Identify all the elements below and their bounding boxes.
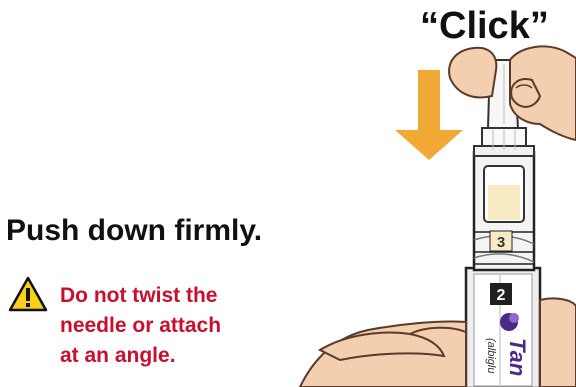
instruction-heading: Push down firmly. <box>6 214 262 248</box>
step-label-2: 2 <box>490 283 512 305</box>
warning-triangle-icon <box>8 276 48 312</box>
warning-line-3: at an angle. <box>60 341 270 371</box>
warning-message: Do not twist the needle or attach at an … <box>60 281 270 371</box>
click-caption: “Click” <box>420 6 549 46</box>
warning-line-2: needle or attach <box>60 311 270 341</box>
step-label-2-text: 2 <box>497 287 506 304</box>
brand-name-text: Tan <box>505 338 530 376</box>
brand-subtext: (albiglu <box>485 338 497 373</box>
step-label-3-text: 3 <box>497 234 505 251</box>
step-label-3: 3 <box>490 231 512 251</box>
pen-cartridge <box>474 152 534 270</box>
warning-line-1: Do not twist the <box>60 281 270 311</box>
